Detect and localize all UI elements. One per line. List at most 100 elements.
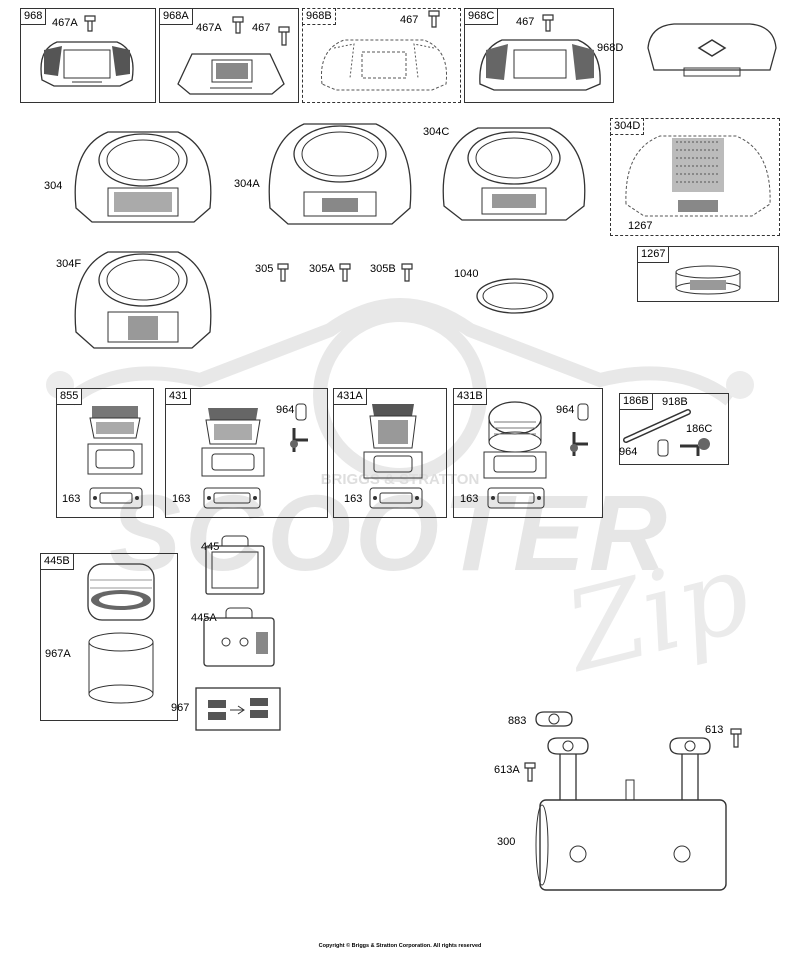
fitting-186c-illustration [657, 438, 710, 457]
part-305a: 305A [309, 263, 335, 275]
ring-1040-illustration [476, 278, 554, 314]
box-tag: 431B [453, 388, 487, 405]
breather-964-illustration [577, 403, 589, 421]
part-163: 163 [172, 493, 191, 505]
part-467: 467 [252, 22, 271, 34]
part-467: 467 [516, 16, 535, 28]
prefilter-967a-illustration [88, 632, 154, 704]
box-445b: 445B [40, 553, 178, 721]
part-467a: 467A [52, 17, 78, 29]
box-tag: 304D [610, 118, 645, 135]
filter-445-illustration [205, 535, 265, 595]
part-964: 964 [556, 404, 575, 416]
cover-968-illustration [40, 41, 134, 87]
part-304: 304 [44, 180, 63, 192]
screw-305a-illustration [339, 263, 351, 282]
part-445a: 445A [191, 612, 217, 624]
box-tag: 968B [302, 8, 336, 25]
box-1267: 1267 [637, 246, 779, 302]
housing-304f-illustration [74, 251, 212, 349]
box-968: 968 [20, 8, 156, 103]
housing-304a-illustration [268, 123, 412, 225]
box-968c: 968C [464, 8, 614, 103]
filter-445a-illustration [203, 607, 275, 667]
screw-467a-illustration [84, 15, 96, 32]
box-431b: 431B [453, 388, 603, 518]
part-964: 964 [276, 404, 295, 416]
cover-968b-illustration [320, 39, 448, 91]
part-467a: 467A [196, 22, 222, 34]
cover-968a-illustration [177, 53, 285, 95]
part-305: 305 [255, 263, 274, 275]
box-tag: 968C [464, 8, 499, 25]
box-186b: 186B [619, 393, 729, 465]
housing-304c-illustration [442, 127, 586, 221]
part-883: 883 [508, 715, 527, 727]
bolt-613-illustration [730, 728, 742, 748]
filter-445b-illustration [87, 563, 155, 621]
box-tag: 431 [165, 388, 192, 405]
part-1040: 1040 [454, 268, 479, 280]
part-967: 967 [171, 702, 190, 714]
box-431a: 431A [333, 388, 447, 518]
box-tag: 855 [56, 388, 83, 405]
part-186c: 186C [686, 423, 713, 435]
box-968b: 968B [302, 8, 461, 103]
screw-467-illustration [542, 14, 554, 32]
muffler-300-illustration [535, 737, 727, 891]
base-855-illustration [87, 406, 143, 475]
screw-467a-illustration [232, 16, 244, 34]
breather-964-illustration [295, 403, 307, 421]
part-968d: 968D [597, 42, 624, 54]
part-467: 467 [400, 14, 419, 26]
tube-918b-illustration [623, 409, 691, 443]
elbow-fitting-illustration [570, 432, 588, 456]
box-tag: 431A [333, 388, 367, 405]
part-300: 300 [497, 836, 516, 848]
base-431a-illustration [363, 404, 423, 479]
cover-968d-illustration [647, 23, 777, 77]
box-tag: 1267 [637, 246, 670, 263]
copyright-notice: Copyright © Briggs & Stratton Corporatio… [318, 943, 482, 949]
screw-467-illustration [428, 10, 440, 28]
box-304d: 304D [610, 118, 780, 236]
part-163: 163 [460, 493, 479, 505]
part-613: 613 [705, 724, 724, 736]
part-304f: 304F [56, 258, 82, 270]
box-855: 855 [56, 388, 154, 518]
box-tag: 968 [20, 8, 47, 25]
part-1267: 1267 [628, 220, 653, 232]
box-tag: 445B [40, 553, 74, 570]
base-431-illustration [201, 408, 265, 477]
base-431b-illustration [483, 401, 547, 479]
housing-304d-illustration [625, 135, 771, 217]
prefilter-967-illustration [195, 687, 281, 731]
screw-305b-illustration [401, 263, 413, 282]
part-163: 163 [344, 493, 363, 505]
box-431: 431 [165, 388, 328, 518]
part-964: 964 [619, 446, 638, 458]
part-305b: 305B [370, 263, 396, 275]
gasket-163-illustration [203, 487, 261, 509]
part-304c: 304C [423, 126, 450, 138]
part-967a: 967A [45, 648, 71, 660]
elbow-fitting-illustration [290, 428, 308, 452]
box-tag: 186B [619, 393, 653, 410]
gasket-163-illustration [89, 487, 143, 509]
bolt-613a-illustration [524, 762, 536, 782]
part-918b: 918B [662, 396, 688, 408]
part-304a: 304A [234, 178, 260, 190]
watermark-script: Zip [551, 528, 762, 697]
housing-304-illustration [74, 131, 212, 223]
box-tag: 968A [159, 8, 193, 25]
gasket-883-illustration [535, 711, 573, 727]
screw-467-illustration [278, 26, 290, 46]
box-968a: 968A [159, 8, 299, 103]
gasket-163-illustration [487, 487, 545, 509]
cover-968c-illustration [479, 39, 601, 91]
gasket-163-illustration [369, 487, 423, 509]
part-163: 163 [62, 493, 81, 505]
screen-1267-illustration [675, 265, 741, 295]
part-613a: 613A [494, 764, 520, 776]
screw-305-illustration [277, 263, 289, 282]
